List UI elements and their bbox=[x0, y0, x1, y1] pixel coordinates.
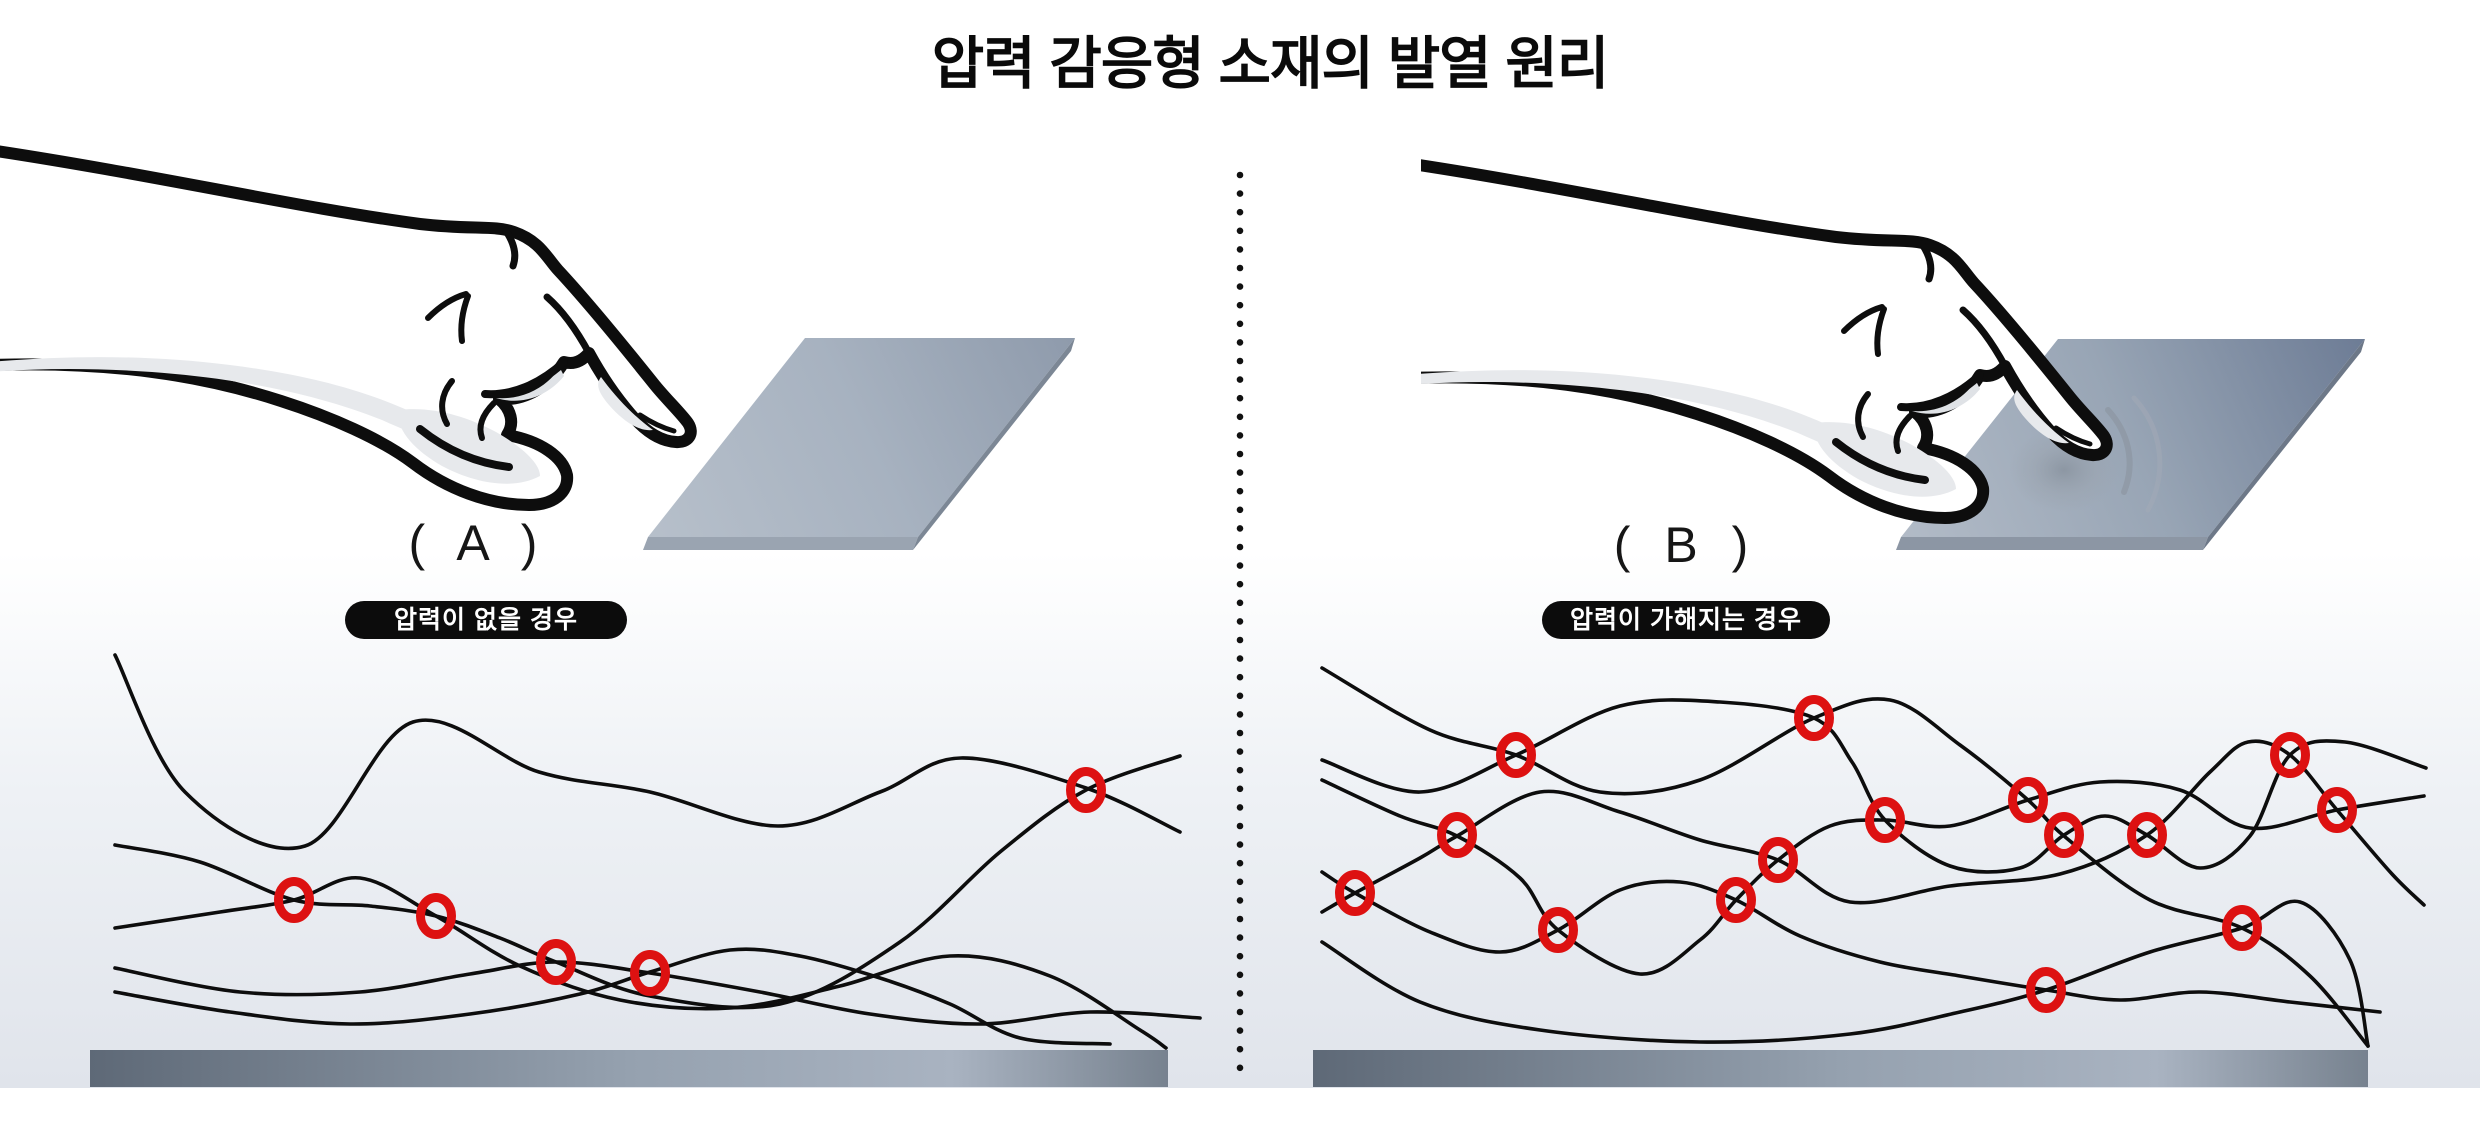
contact-point-marker bbox=[1538, 907, 1578, 953]
fiber-strand bbox=[1320, 739, 2426, 914]
fiber-strand bbox=[1320, 899, 2370, 1048]
panel-label-b: ( B ) bbox=[1613, 517, 1759, 573]
diagram-title: 압력 감응형 소재의 발열 원리 bbox=[931, 32, 1610, 96]
contact-point-marker bbox=[1865, 797, 1905, 843]
contact-point-marker bbox=[1758, 837, 1798, 883]
contact-point-marker bbox=[2008, 777, 2048, 823]
substrate-bar-right bbox=[1313, 1050, 2368, 1087]
fiber-strand bbox=[113, 876, 1168, 1050]
contact-point-marker bbox=[1437, 812, 1477, 858]
contact-point-marker bbox=[2317, 787, 2357, 833]
contact-markers-panel-a bbox=[274, 767, 1106, 996]
contact-point-marker bbox=[274, 877, 314, 923]
substrate-bar-left bbox=[90, 1050, 1168, 1087]
contact-point-marker bbox=[2270, 732, 2310, 778]
contact-point-marker bbox=[630, 950, 670, 996]
contact-point-marker bbox=[1066, 767, 1106, 813]
contact-point-marker bbox=[1794, 695, 1834, 741]
plate-panel-a bbox=[643, 338, 1075, 550]
contact-markers-panel-b bbox=[1335, 695, 2357, 1013]
contact-point-marker bbox=[1335, 870, 1375, 916]
contact-point-marker bbox=[2044, 812, 2084, 858]
fiber-strand bbox=[1320, 870, 2382, 1014]
contact-point-marker bbox=[2127, 812, 2167, 858]
fiber-strand bbox=[1320, 698, 2428, 874]
caption-pill-pressure-applied: 압력이 가해지는 경우 bbox=[1542, 601, 1830, 639]
contact-point-marker bbox=[2222, 905, 2262, 951]
contact-point-marker bbox=[1496, 732, 1536, 778]
fiber-strand bbox=[1320, 778, 2426, 976]
fiber-strand bbox=[113, 653, 1182, 851]
contact-point-marker bbox=[536, 939, 576, 985]
caption-pill-no-pressure: 압력이 없을 경우 bbox=[345, 601, 627, 639]
pointing-hand-panel-a bbox=[0, 150, 691, 505]
contact-point-marker bbox=[1716, 877, 1756, 923]
press-ripple-arc bbox=[2131, 395, 2163, 513]
contact-point-marker bbox=[416, 893, 456, 939]
panel-label-a: ( A ) bbox=[408, 515, 548, 571]
press-ripple-arc bbox=[2105, 407, 2133, 495]
contact-point-marker bbox=[2026, 967, 2066, 1013]
